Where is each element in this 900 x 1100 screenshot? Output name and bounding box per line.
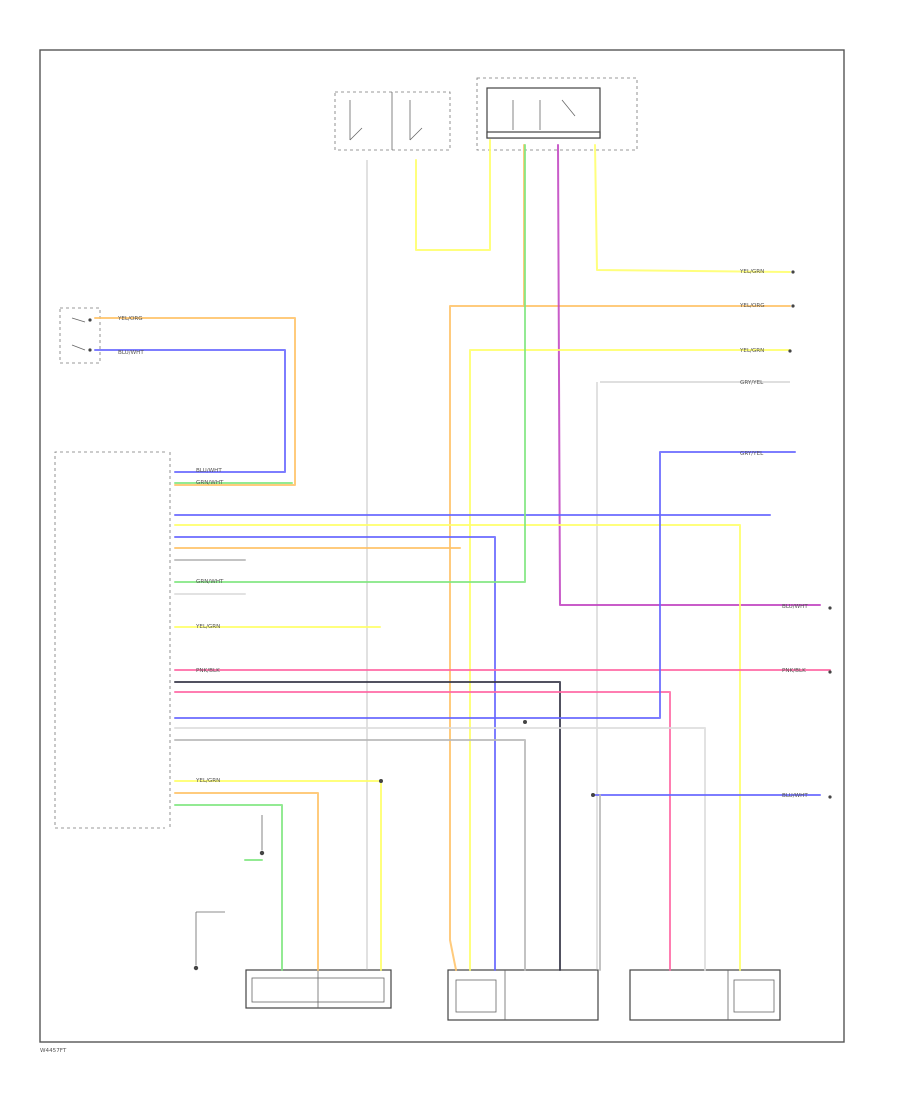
wire-blue-8: [94, 349, 286, 473]
wire-magenta-5: [557, 144, 821, 606]
wire-gray-23: [174, 739, 526, 971]
actuator-right: [629, 969, 781, 1021]
wire-label-yellow-1: YEL/GRN: [739, 269, 764, 275]
wire-orange-7: [94, 317, 296, 486]
climate-control-module: [54, 451, 171, 829]
wire-pink-20: [174, 691, 671, 971]
wire-yellow-6: [469, 349, 791, 971]
actuator-middle: [447, 969, 599, 1021]
wire-label-pink-2: PNK/BLK: [196, 668, 220, 674]
wire-yellow-2: [594, 144, 791, 273]
wire-label-gray-2: GRY/YEL: [740, 451, 764, 457]
diagram-footer-code: W4457FT: [40, 1048, 67, 1054]
wire-label-pink-1: PNK/BLK: [782, 668, 806, 674]
wire-orange-3: [449, 305, 791, 971]
ground-symbol-2: [193, 911, 225, 971]
wire-blue-12: [174, 536, 496, 971]
diagram-frame: [39, 49, 845, 1043]
wire-label-gray-1: GRY/YEL: [740, 380, 764, 386]
actuator-left: [245, 969, 392, 1009]
wire-layer: [94, 139, 831, 971]
wire-blue-21: [174, 451, 796, 719]
wire-label-green-1: GRN/WHT: [196, 480, 224, 486]
wire-yellow-24: [174, 780, 382, 971]
battery-junction-box: [476, 77, 638, 151]
wire-green-26: [174, 804, 283, 971]
wire-label-yellow-3: YEL/GRN: [195, 624, 220, 630]
wire-green-15: [174, 144, 526, 583]
ground-symbol-1: [259, 815, 265, 856]
wire-label-blue-2: BLU/WHT: [782, 793, 808, 799]
wire-dark-19: [174, 681, 561, 971]
wire-label-blue-4: BLU/WHT: [196, 468, 222, 474]
wire-orange-25: [174, 792, 319, 971]
seat-switch-box: [59, 307, 101, 364]
wire-label-orange-1: YEL/ORG: [739, 303, 765, 309]
top-relay-box: [334, 91, 451, 151]
wire-label-yellow-2: YEL/GRN: [739, 348, 764, 354]
wire-yellow-11: [174, 524, 741, 971]
wire-label-yellow-4: YEL/GRN: [195, 778, 220, 784]
wire-yellow-1: [415, 139, 491, 251]
wire-label-blue-3: BLU/WHT: [118, 350, 144, 356]
wire-label-orange-2: YEL/ORG: [117, 316, 143, 322]
terminal-dots: [379, 270, 832, 799]
wire-lightgray-22: [174, 727, 706, 971]
wire-label-green-2: GRN/WHT: [196, 579, 224, 585]
wire-label-blue-1: BLU/WHT: [782, 604, 808, 610]
